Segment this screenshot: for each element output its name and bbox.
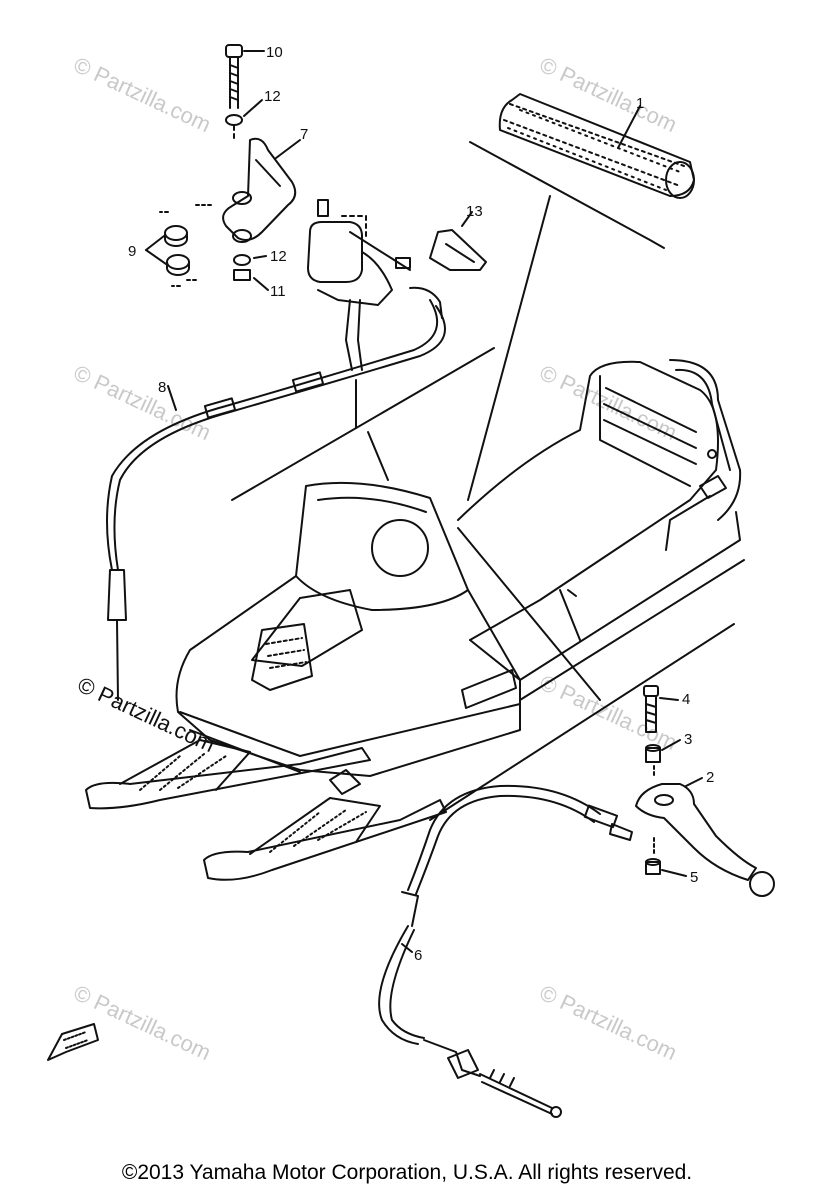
- callout-6: 6: [414, 947, 422, 964]
- callout-8: 8: [158, 379, 166, 396]
- part-1-grip: [469, 93, 695, 249]
- watermark: © Partzilla.com: [536, 360, 681, 445]
- part-3-collar: [645, 739, 681, 763]
- callout-7: 7: [300, 126, 308, 143]
- pointer-lines: [367, 195, 601, 701]
- callout-9: 9: [128, 243, 136, 260]
- part-2-lever: [635, 765, 775, 897]
- callout-4: 4: [682, 691, 690, 708]
- callout-2: 2: [706, 769, 714, 786]
- callout-1: 1: [636, 95, 644, 112]
- part-10-bolt: [225, 44, 265, 109]
- watermark: © Partzilla.com: [70, 52, 215, 137]
- watermark-group: © Partzilla.com © Partzilla.com © Partzi…: [70, 52, 681, 1065]
- callout-5: 5: [690, 869, 698, 886]
- callout-labels: 10 12 7 9 12 11 13 1 8 4 3 2 5 6: [128, 44, 714, 964]
- part-9-dampers: [145, 204, 215, 287]
- part-8-cable: [106, 299, 446, 701]
- part-4-bolt: [643, 685, 679, 733]
- separator-lines: [231, 347, 735, 821]
- watermark: © Partzilla.com: [536, 670, 681, 755]
- callout-10: 10: [266, 44, 283, 61]
- watermark: © Partzilla.com: [70, 360, 215, 445]
- part-12-washer: [225, 99, 263, 141]
- callout-12-lower: 12: [270, 248, 287, 265]
- watermark: © Partzilla.com: [536, 52, 681, 137]
- snowmobile-body: [85, 359, 745, 881]
- copyright-notice: ©2013 Yamaha Motor Corporation, U.S.A. A…: [121, 1161, 693, 1184]
- callout-3: 3: [684, 731, 692, 748]
- callout-13: 13: [466, 203, 483, 220]
- callout-12: 12: [264, 88, 281, 105]
- watermark: © Partzilla.com: [70, 980, 215, 1065]
- part-6-cable: [378, 784, 633, 1118]
- callout-11: 11: [270, 283, 286, 300]
- watermark: © Partzilla.com: [536, 980, 681, 1065]
- throttle-housing: [307, 199, 443, 429]
- front-arrow-icon: [47, 1023, 99, 1061]
- part-5-nut: [645, 837, 687, 877]
- part-11-12-nut-washer: [233, 254, 269, 291]
- part-7-bracket: [222, 137, 301, 243]
- watermark-strong: © Partzilla.com: [74, 672, 219, 757]
- part-13-clip: [429, 211, 487, 271]
